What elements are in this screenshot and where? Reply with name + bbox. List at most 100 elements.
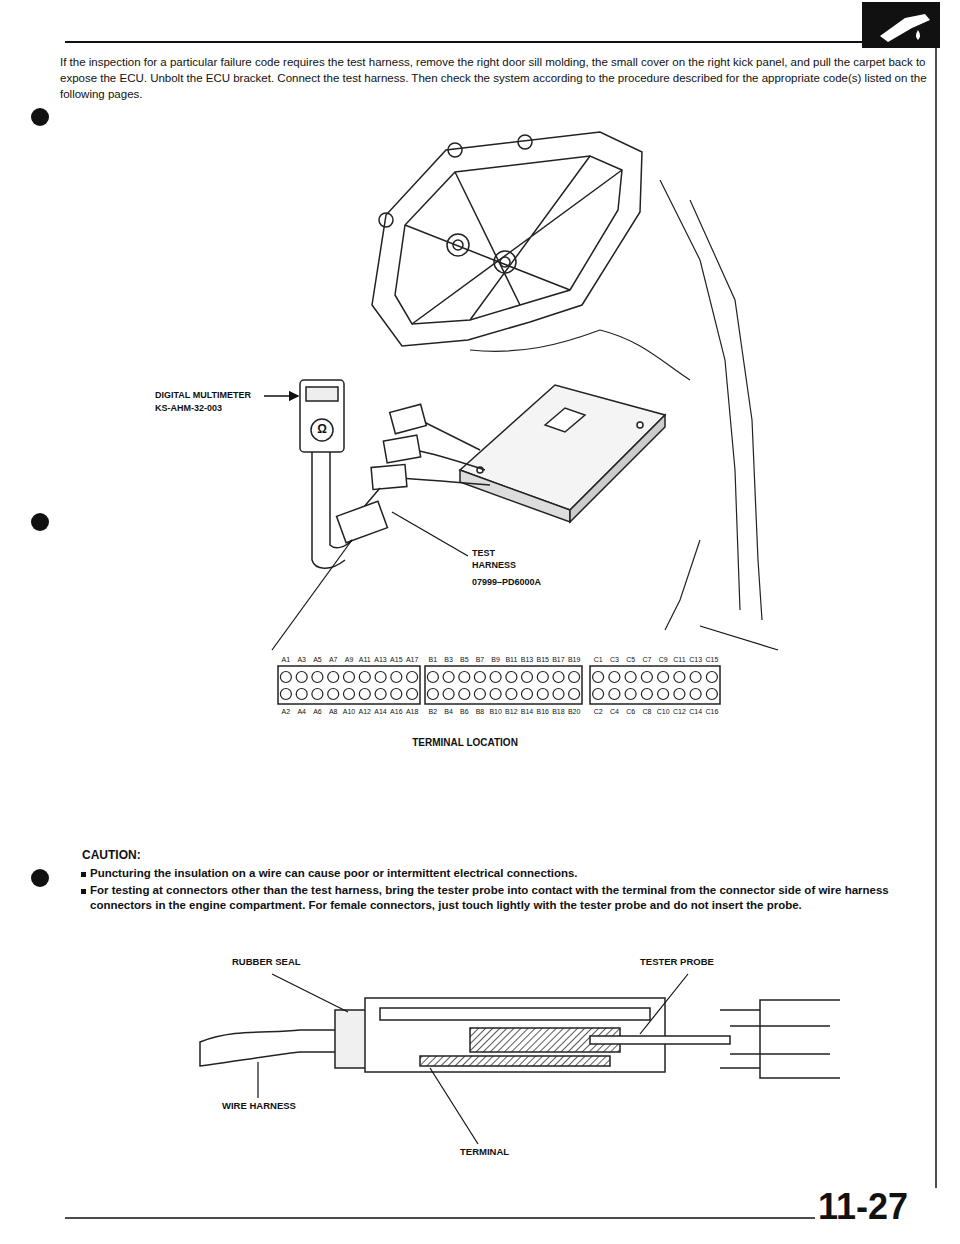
pin-hole <box>490 689 501 700</box>
caution-note: Puncturing the insulation on a wire can … <box>90 866 930 881</box>
pin-hole <box>280 689 291 700</box>
leader-line <box>264 395 298 396</box>
pin-hole <box>407 672 418 683</box>
pin-hole <box>328 689 339 700</box>
pin-hole <box>593 689 604 700</box>
ecu <box>460 385 665 522</box>
multimeter <box>300 380 352 568</box>
pin-holes <box>280 672 717 700</box>
leader-line <box>272 540 352 650</box>
pin-hole <box>280 672 291 683</box>
pin-name: A17 <box>406 655 418 664</box>
part-name: TEST HARNESS <box>472 548 516 571</box>
pin-hole <box>674 672 685 683</box>
pin-hole <box>625 689 636 700</box>
pin-hole <box>537 689 548 700</box>
pin-hole <box>553 689 564 700</box>
pin-name: A2 <box>282 707 291 716</box>
pin-name: C12 <box>673 707 686 716</box>
pin-hole <box>459 689 470 700</box>
bullet-mark <box>81 872 86 877</box>
pin-name: B6 <box>460 707 469 716</box>
part-name: TESTER PROBE <box>640 956 714 968</box>
pin-name: B16 <box>537 707 549 716</box>
pin-hole <box>474 672 485 683</box>
pin-hole <box>443 689 454 700</box>
pin-name: C13 <box>689 655 702 664</box>
pin-name: B13 <box>521 655 533 664</box>
pin-name: C3 <box>610 655 619 664</box>
pin-name: B7 <box>476 655 485 664</box>
pin-name: A3 <box>297 655 306 664</box>
pin-hole <box>359 689 370 700</box>
page-number: 11-27 <box>818 1184 908 1231</box>
pin-hole <box>569 689 580 700</box>
pin-name: A9 <box>345 655 354 664</box>
leader-line <box>257 1062 258 1098</box>
binder-hole <box>31 108 49 126</box>
pin-name: B4 <box>444 707 453 716</box>
pin-hole <box>593 672 604 683</box>
pin-hole <box>625 672 636 683</box>
pin-name: A4 <box>297 707 306 716</box>
pin-hole <box>658 689 669 700</box>
pin-hole <box>569 672 580 683</box>
part-name: RUBBER SEAL <box>232 956 301 968</box>
pin-hole <box>706 689 717 700</box>
leader-line <box>640 974 688 1034</box>
pin-name: B19 <box>568 655 580 664</box>
pin-hole <box>490 672 501 683</box>
part-name: DIGITAL MULTIMETER <box>155 390 251 402</box>
intro-paragraph: If the inspection for a particular failu… <box>60 54 930 102</box>
pin-name: B10 <box>489 707 501 716</box>
terminal-connector <box>278 666 720 704</box>
binder-hole <box>31 869 49 887</box>
pin-name: A11 <box>359 655 371 664</box>
caution-note: For testing at connectors other than the… <box>90 883 930 913</box>
binder-hole <box>31 513 49 531</box>
pin-hole <box>522 689 533 700</box>
pin-hole <box>641 672 652 683</box>
pin-name: B1 <box>429 655 438 664</box>
pin-hole <box>609 672 620 683</box>
leader-line <box>392 512 468 556</box>
pin-name: A16 <box>390 707 402 716</box>
pin-hole <box>359 672 370 683</box>
pin-hole <box>296 689 307 700</box>
caution-heading: CAUTION: <box>82 848 141 864</box>
pin-hole <box>375 689 386 700</box>
pin-hole <box>407 689 418 700</box>
pin-hole <box>344 672 355 683</box>
pin-hole <box>391 689 402 700</box>
pin-name: A18 <box>406 707 418 716</box>
header-rule <box>65 41 862 43</box>
pin-hole <box>553 672 564 683</box>
pin-name: A6 <box>313 707 322 716</box>
pin-name: B20 <box>568 707 580 716</box>
pin-hole <box>328 672 339 683</box>
pin-name: B3 <box>444 655 453 664</box>
footer-rule <box>65 1217 815 1219</box>
pin-hole <box>522 672 533 683</box>
pin-name: A8 <box>329 707 338 716</box>
pin-hole <box>296 672 307 683</box>
pin-name: B18 <box>552 707 564 716</box>
pin-name: C4 <box>610 707 619 716</box>
pin-hole <box>506 689 517 700</box>
part-name: TERMINAL <box>460 1146 509 1158</box>
pin-hole <box>344 689 355 700</box>
pin-hole <box>474 689 485 700</box>
pin-name: A7 <box>329 655 338 664</box>
pin-hole <box>459 672 470 683</box>
ecu-bracket <box>372 132 642 346</box>
part-number: 07999–PD6000A <box>472 577 541 589</box>
leader-line <box>700 626 778 650</box>
pin-name: C7 <box>642 655 651 664</box>
leader-line <box>430 1068 478 1144</box>
pin-name: C8 <box>642 707 651 716</box>
pin-name: C15 <box>705 655 718 664</box>
pin-name: A13 <box>374 655 386 664</box>
pin-hole <box>391 672 402 683</box>
